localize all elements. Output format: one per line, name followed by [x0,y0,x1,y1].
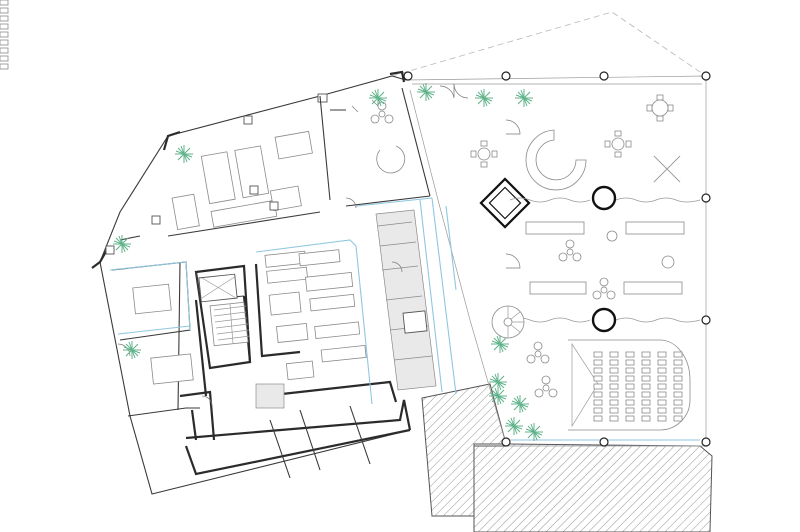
plant-icon [122,340,142,360]
service-core [255,209,437,409]
plant-icon [474,88,494,108]
column-icon [591,307,617,333]
column-icon [591,185,617,211]
atrium-furniture [470,94,685,398]
plant-icon [510,394,530,414]
workbench-rows [264,249,367,381]
plant-icon [514,88,534,108]
plant-icon [416,82,436,102]
plant-icon [504,416,524,436]
plant-icon [524,422,544,442]
lift-shaft [479,177,531,229]
adjacent-building-hatch [421,383,713,532]
plant-icon [112,234,132,254]
auditorium-seating [0,0,691,431]
meeting-room-tables [132,283,194,385]
lounge-furniture [351,99,406,174]
office-desks [171,130,313,231]
plant-icon [174,144,194,164]
spiral-stair-icon [491,305,525,339]
feature-columns [509,185,701,333]
perimeter-columns [403,71,711,447]
facade-frames [91,70,406,269]
glazing [109,197,700,441]
stair-icon [198,273,251,347]
